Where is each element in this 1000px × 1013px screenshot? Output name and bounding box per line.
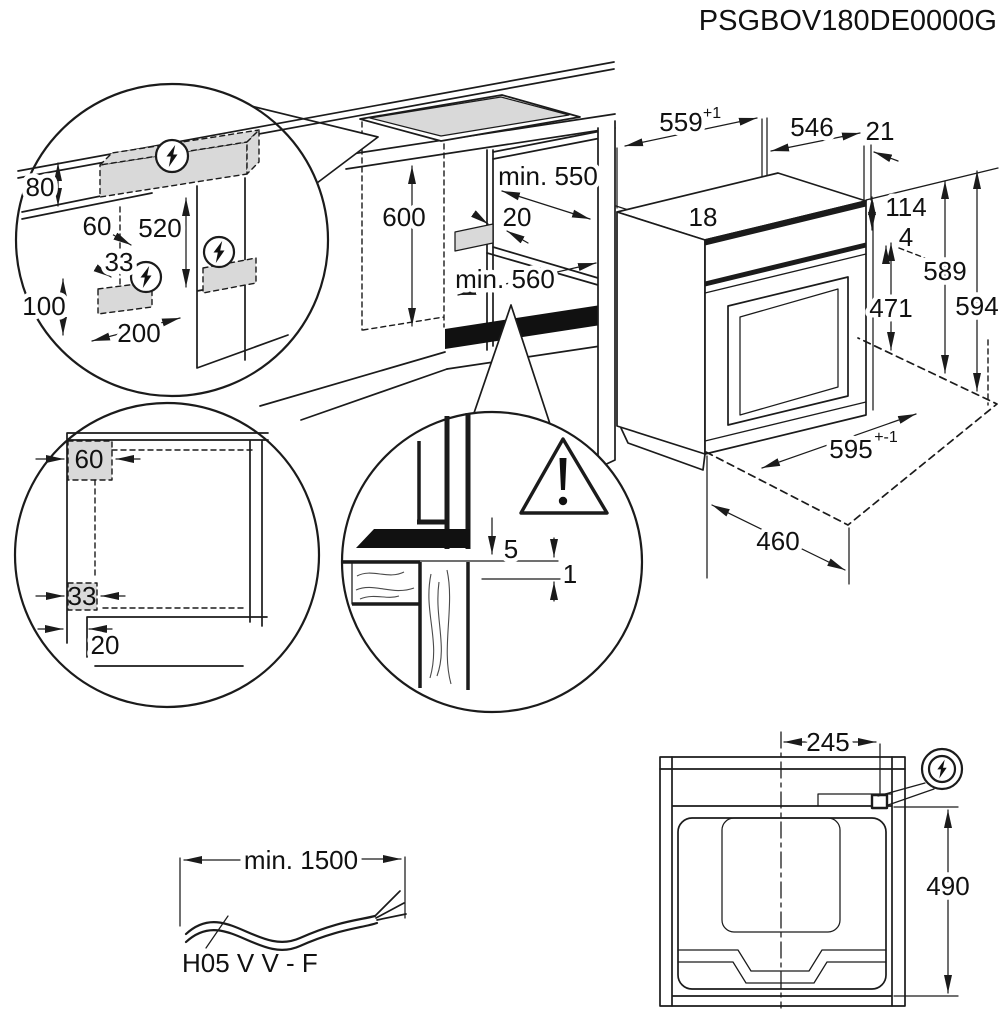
- dim-niche-width: 559: [659, 107, 702, 137]
- cable-type-label: H05 V V - F: [182, 948, 318, 978]
- dim-control-panel-height: 114: [885, 192, 926, 222]
- dim-zone-above-height: 80: [26, 172, 55, 202]
- dim-door-height: 471: [869, 293, 912, 323]
- rear-connection-zone: [454, 223, 494, 252]
- warning-triangle-icon: [519, 437, 609, 515]
- dim-door-gap: 4: [899, 222, 913, 252]
- dim-top-clearance: 18: [689, 202, 718, 232]
- dim-min-depth-lower: min. 560: [455, 264, 555, 294]
- detail-circle-worktop-gap: [340, 410, 644, 714]
- dim-overall-width-tol: +-1: [874, 429, 898, 446]
- cabinet-scene: [259, 94, 616, 421]
- callout-wedge-electrical: [250, 105, 379, 184]
- hob-cutout-zone: [369, 96, 570, 137]
- detail-circle-electrical-zones: [14, 61, 615, 398]
- dim-bottom-corner-zone: 33: [68, 581, 97, 611]
- dim-hob-clearance: 5: [504, 534, 518, 564]
- dim-connection-offset: 245: [806, 727, 849, 757]
- dim-rear-gap: 20: [503, 202, 532, 232]
- oven-door-window: [727, 276, 849, 426]
- dim-min-depth-upper: min. 550: [498, 161, 598, 191]
- dim-base-depth: 460: [756, 526, 799, 556]
- dim-body-depth: 546: [790, 112, 833, 142]
- dim-side-zone-height: 100: [22, 291, 65, 321]
- dim-connection-depth: 490: [926, 871, 969, 901]
- diagram-code: PSGBOV180DE0000G: [699, 5, 997, 37]
- power-cable: [184, 914, 377, 943]
- dim-overall-height: 594: [955, 291, 998, 321]
- dim-plinth-recess: 20: [91, 630, 120, 660]
- detail-circle-niche-front: [13, 401, 321, 709]
- lightning-bolt-icon: [129, 260, 163, 294]
- zone-top-corner: [67, 440, 113, 481]
- dim-side-zone-offset: 33: [105, 247, 134, 277]
- dim-top-corner-zone: 60: [75, 444, 104, 474]
- dim-niche-width-tol: +1: [703, 105, 721, 122]
- oven-foot: [620, 427, 706, 471]
- lightning-bolt-icon: [920, 747, 964, 791]
- mains-connection-box: [870, 793, 889, 810]
- dim-side-zone-width: 200: [117, 318, 160, 348]
- dim-overall-width: 595: [829, 434, 872, 464]
- oven-top-view: [659, 731, 964, 1009]
- dim-zone-above-offset: 60: [83, 211, 112, 241]
- dim-overlap-gap: 1: [563, 559, 577, 589]
- dim-distance-below-worktop: 520: [138, 213, 181, 243]
- ventilation-slot: [445, 303, 614, 349]
- dim-body-height: 589: [923, 256, 966, 286]
- dim-cable-min-length: min. 1500: [244, 845, 358, 875]
- callout-wedge-gap: [473, 304, 551, 425]
- oven-side-view: [615, 117, 999, 585]
- cabinet-right-panel: [597, 120, 616, 469]
- lightning-bolt-icon: [202, 235, 236, 269]
- power-cable-diagram: [179, 855, 407, 951]
- dim-front-protrusion: 21: [866, 116, 895, 146]
- oven-side-face: [616, 211, 706, 455]
- labels: PSGBOV180DE0000G 80 60 520 33 100 200 60…: [18, 2, 1000, 978]
- dim-niche-height: 600: [382, 202, 425, 232]
- zone-bottom-corner: [67, 582, 98, 611]
- lightning-bolt-icon: [154, 138, 190, 174]
